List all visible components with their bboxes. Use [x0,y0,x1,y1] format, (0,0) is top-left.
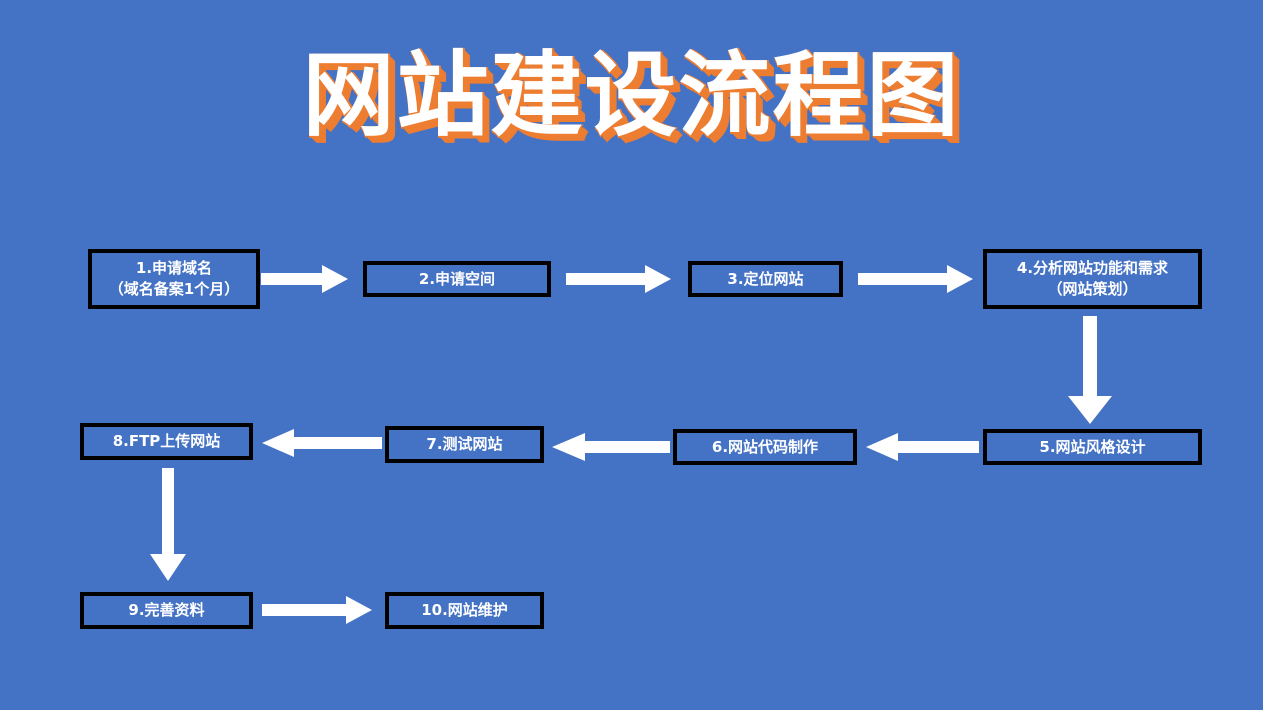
flow-node-8-line1: 8.FTP上传网站 [112,432,221,450]
arrow-right-node2-to-node3 [566,265,671,293]
arrow-left-node6-to-node7 [552,433,670,461]
flow-node-10-line1: 10.网站维护 [421,601,508,619]
flow-node-4[interactable]: 4.分析网站功能和需求 （网站策划） [983,249,1202,309]
flow-node-9[interactable]: 9.完善资料 [80,592,253,629]
page-title: 网站建设流程图 [302,42,961,149]
flow-node-4-line2: （网站策划） [1047,280,1138,298]
flow-node-8[interactable]: 8.FTP上传网站 [80,423,253,460]
arrow-left-node5-to-node6 [866,433,979,461]
arrow-right-node3-to-node4 [858,265,973,293]
flow-node-4-line1: 4.分析网站功能和需求 [1016,259,1169,277]
flow-node-1[interactable]: 1.申请域名 （域名备案1个月） [88,249,260,309]
flow-node-7-line1: 7.测试网站 [426,435,503,453]
flow-node-5[interactable]: 5.网站风格设计 [983,429,1202,465]
flow-node-6[interactable]: 6.网站代码制作 [673,429,857,465]
arrow-left-node7-to-node8 [262,429,382,457]
flow-node-6-line1: 6.网站代码制作 [711,437,819,456]
flow-node-1-line1: 1.申请域名 [135,259,213,277]
flow-node-10[interactable]: 10.网站维护 [385,592,544,629]
flow-node-2-line1: 2.申请空间 [418,269,496,288]
flow-node-2[interactable]: 2.申请空间 [363,261,551,297]
arrow-down-node8-to-node9 [150,468,186,581]
flow-node-9-line1: 9.完善资料 [128,601,205,619]
flow-node-1-line2: （域名备案1个月） [108,280,240,298]
flow-node-3-line1: 3.定位网站 [727,269,804,288]
flow-node-7[interactable]: 7.测试网站 [385,426,544,463]
flow-node-5-line1: 5.网站风格设计 [1039,437,1146,456]
flow-node-3[interactable]: 3.定位网站 [688,261,843,297]
arrow-right-node9-to-node10 [262,596,372,624]
arrow-right-node1-to-node2 [261,265,348,293]
arrow-down-node4-to-node5 [1068,316,1112,424]
